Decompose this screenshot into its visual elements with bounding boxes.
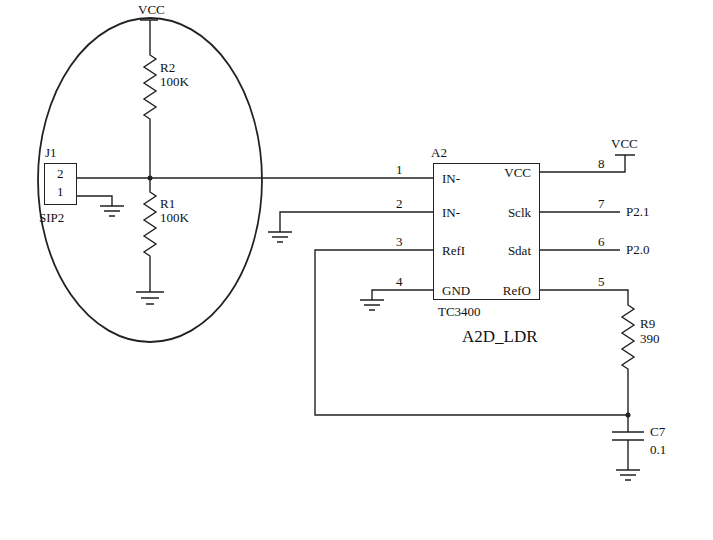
pin-number: 2 [57,166,64,181]
pin-number: 1 [57,184,64,199]
pin-name: Sclk [508,205,531,220]
signal-name: P2.1 [626,204,649,219]
pin-name: VCC [504,165,531,180]
pin-number: 6 [598,234,605,249]
part-value: 100K [160,74,189,89]
connector-box: J121SIP2 [44,163,77,205]
pin-name: Sdat [508,243,531,258]
pin-name: RefI [442,243,465,258]
wire [315,250,628,415]
part-value: 390 [640,331,660,346]
part-name: R2 [160,60,175,75]
ic-box: A2IN-IN-RefIGNDVCCSclkSdatRefOTC3400 [433,163,540,300]
pin-number: 1 [396,162,403,177]
resistor-symbol [540,290,634,432]
pin-number: 2 [396,196,403,211]
wire [540,249,620,250]
part-name: R1 [160,196,175,211]
pin-name: GND [442,283,470,298]
pin-number: 4 [396,274,403,289]
ground-symbol [136,292,164,304]
pin-number: 7 [598,196,605,211]
pin-name: RefO [503,283,531,298]
junction-dot [626,413,631,418]
pin-number: 8 [598,156,605,171]
capacitor-symbol [612,432,644,470]
part-value: 100K [160,210,189,225]
ground-symbol [77,196,124,216]
ground-symbol [268,212,433,242]
vcc-symbol [540,155,635,172]
highlight-ellipse [38,18,262,342]
pin-name: IN- [442,171,460,186]
ground-symbol [616,470,640,480]
pin-number: 3 [396,234,403,249]
resistor-symbol [140,20,158,178]
part-type: TC3400 [438,304,481,319]
signal-name: P2.0 [626,242,649,257]
part-name: A2 [431,145,447,160]
net-name: VCC [138,2,165,17]
net-name: VCC [611,136,638,151]
part-name: C7 [650,424,665,439]
part-name: R9 [640,316,655,331]
part-name: J1 [45,145,57,160]
part-type: SIP2 [39,210,64,225]
signal-wire [77,177,433,178]
circuit-title: A2D_LDR [462,327,538,347]
ground-symbol [360,290,433,310]
resistor-symbol [144,178,156,292]
wire [540,211,620,212]
pin-name: IN- [442,205,460,220]
pin-number: 5 [598,274,605,289]
part-value: 0.1 [650,442,666,457]
